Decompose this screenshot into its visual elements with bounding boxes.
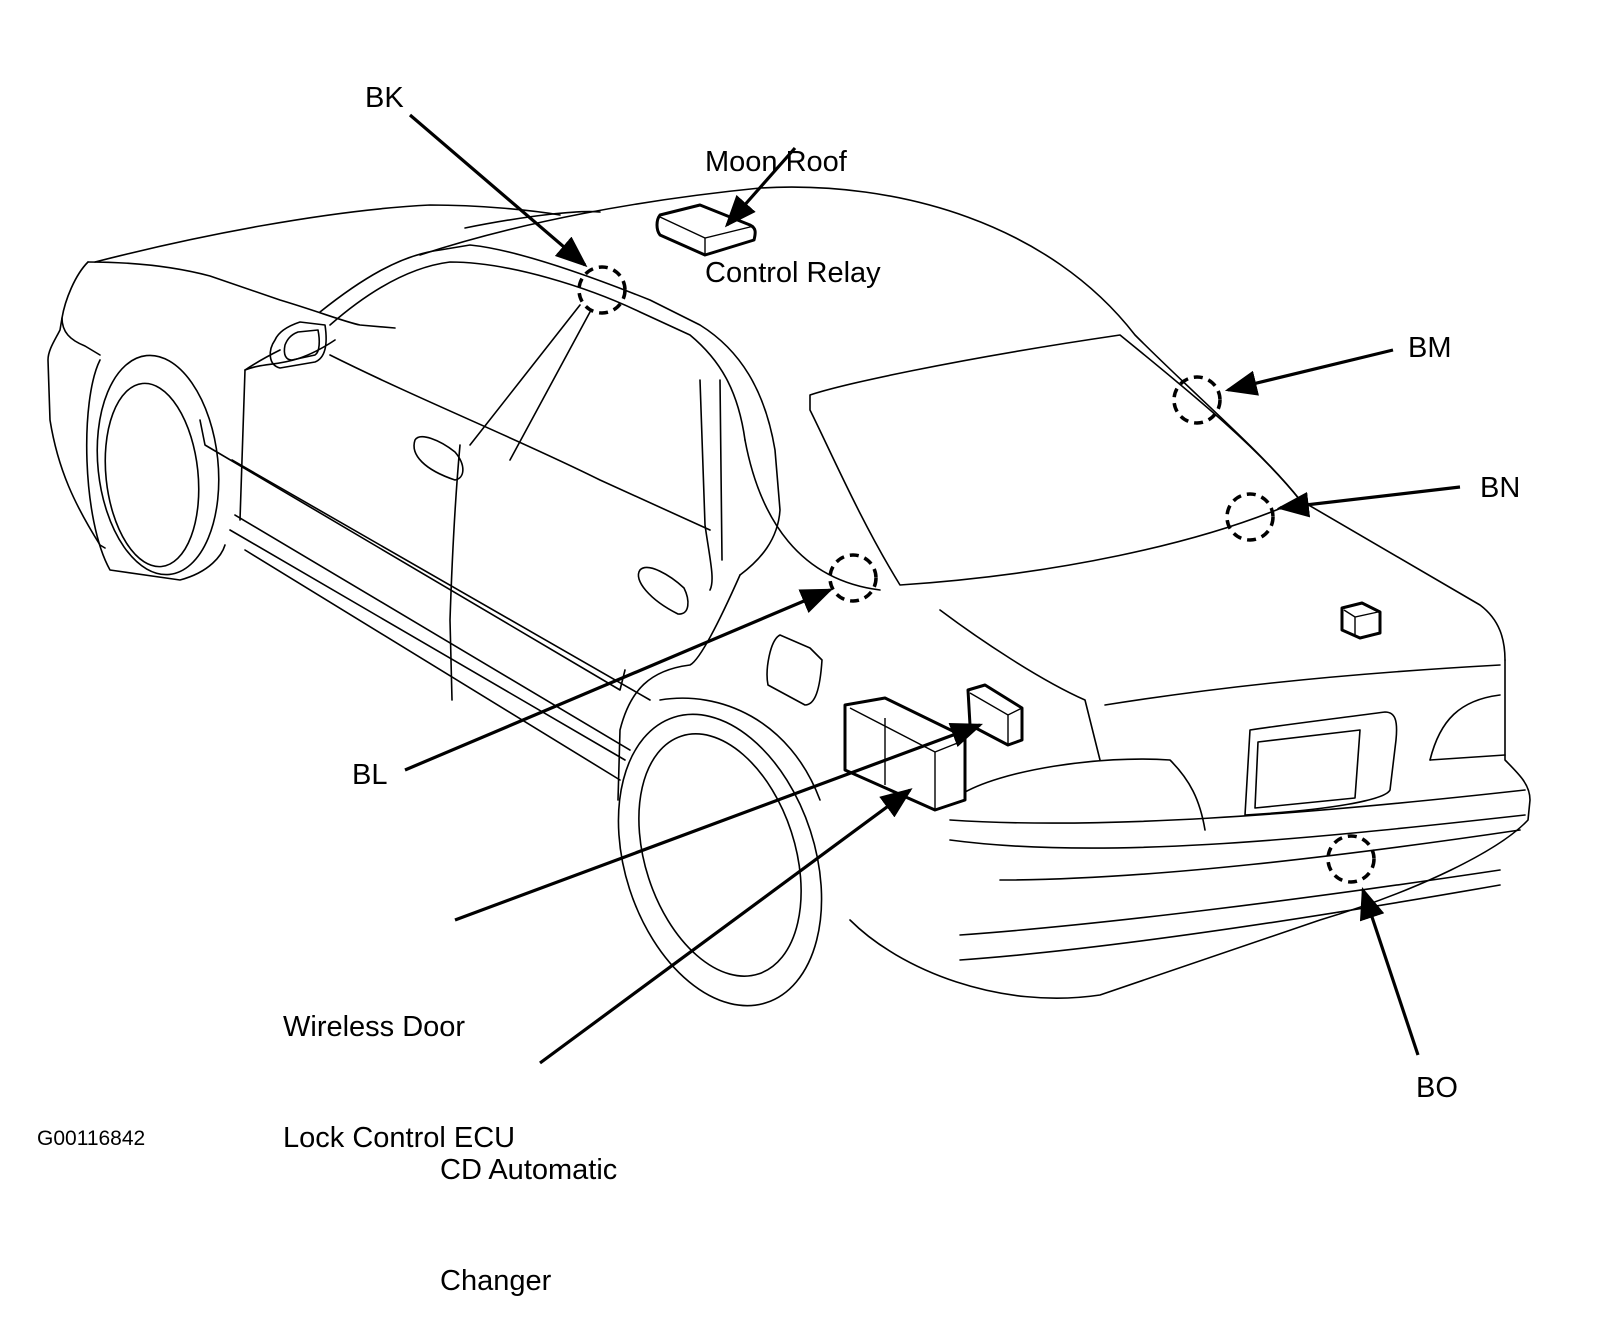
cd-changer-leader-arrow [539,788,913,1065]
bk-leader-arrow [408,113,588,268]
vehicle-component-locator-diagram [47,113,1531,1065]
moon-roof-label-line1: Moon Roof [705,146,847,178]
figure-id: G00116842 [37,1127,146,1150]
cd-changer-label-line1: CD Automatic [440,1154,618,1186]
label-bl: BL [352,759,388,791]
connector-bn-location[interactable] [1225,492,1275,542]
bl-leader-arrow [404,588,833,772]
label-bo: BO [1416,1072,1458,1104]
label-bm: BM [1408,332,1452,364]
label-wireless-door-lock-control-ecu: Wireless Door Lock Control ECU [283,935,515,1194]
label-bn: BN [1480,472,1521,504]
trunk-relay-box-component [1340,601,1382,640]
connector-bk-location[interactable] [577,265,627,315]
label-bk: BK [365,82,404,114]
wireless-ecu-label-line2: Lock Control ECU [283,1122,516,1154]
connector-bm-location[interactable] [1172,375,1222,425]
cd-changer-label-line2: Changer [440,1265,552,1297]
moon-roof-relay-leader-arrow [724,146,797,228]
wireless-door-lock-control-ecu-component [966,683,1024,747]
label-cd-automatic-changer: CD Automatic Changer [440,1078,617,1337]
moon-roof-label-line2: Control Relay [705,257,881,289]
bn-leader-arrow [1276,485,1461,518]
wireless-ecu-leader-arrow [454,723,983,922]
connector-bl-location[interactable] [828,553,878,603]
label-moon-roof-control-relay: Moon Roof Control Relay [705,70,881,329]
car-body-outline [47,186,1531,1007]
connector-bo-location[interactable] [1326,834,1376,884]
wireless-ecu-label-line1: Wireless Door [283,1011,466,1043]
bm-leader-arrow [1224,348,1394,396]
bo-leader-arrow [1359,886,1420,1056]
